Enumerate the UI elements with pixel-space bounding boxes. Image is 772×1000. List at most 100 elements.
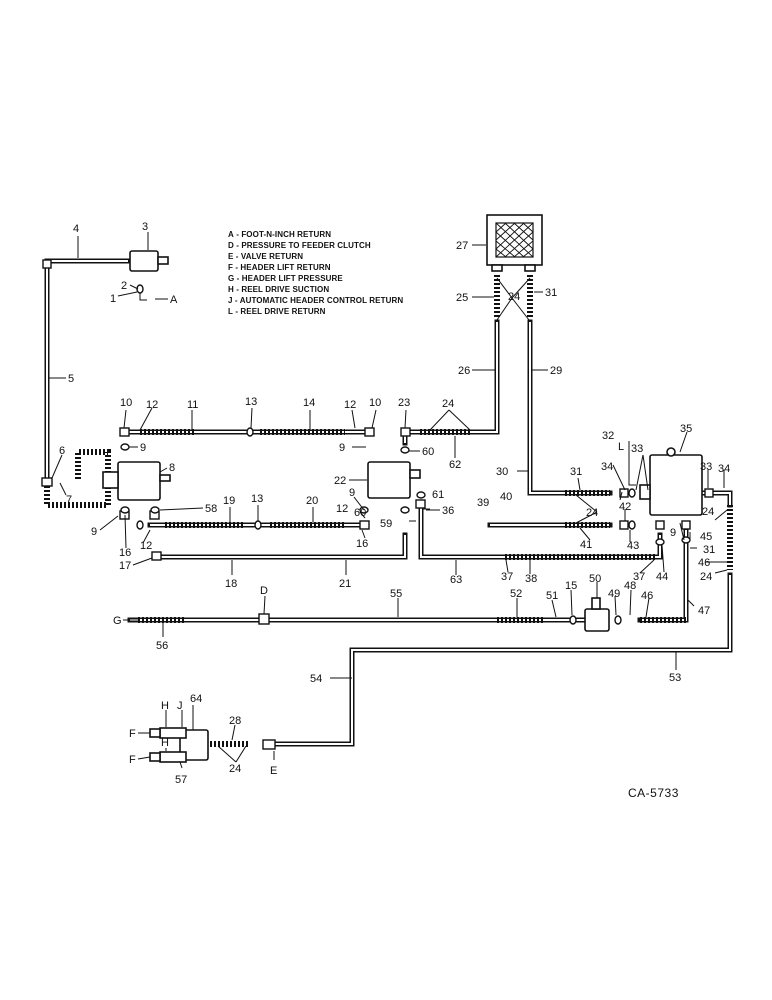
valve-3	[129, 250, 159, 272]
label-39: 39	[477, 497, 489, 509]
label-31c: 31	[703, 544, 715, 556]
label-4: 4	[73, 223, 79, 235]
label-56: 56	[156, 640, 168, 652]
label-22: 22	[334, 475, 346, 487]
label-37a: 37	[501, 571, 513, 583]
label-62: 62	[449, 459, 461, 471]
label-9e: 9	[91, 526, 97, 538]
label-63: 63	[450, 574, 462, 586]
label-21: 21	[339, 578, 351, 590]
label-59: 59	[380, 518, 392, 530]
label-42: 42	[619, 501, 631, 513]
legend-item-E: E - VALVE RETURN	[228, 252, 304, 261]
label-5: 5	[68, 373, 74, 385]
label-14: 14	[303, 397, 315, 409]
label-A: A	[170, 294, 178, 306]
label-16b: 16	[356, 538, 368, 550]
label-46b: 46	[641, 590, 653, 602]
label-32: 32	[602, 430, 614, 442]
label-3: 3	[142, 221, 148, 233]
label-60a: 60	[422, 446, 434, 458]
label-J: J	[177, 700, 183, 712]
hoses	[138, 275, 733, 747]
label-12c: 12	[336, 503, 348, 515]
label-9d: 9	[349, 487, 355, 499]
label-50: 50	[589, 573, 601, 585]
label-30: 30	[496, 466, 508, 478]
label-61: 61	[432, 489, 444, 501]
label-23: 23	[398, 397, 410, 409]
label-43: 43	[627, 540, 639, 552]
label-24f: 24	[229, 763, 241, 775]
label-11: 11	[187, 399, 198, 411]
label-1: 1	[110, 293, 116, 305]
label-F-bottom: F	[129, 754, 136, 766]
label-31b: 31	[570, 466, 582, 478]
label-13a: 13	[245, 396, 257, 408]
label-10b: 10	[369, 397, 381, 409]
label-54: 54	[310, 673, 322, 685]
valve-50	[584, 608, 610, 632]
label-6: 6	[59, 445, 65, 457]
label-24c: 24	[586, 507, 598, 519]
label-31a: 31	[545, 287, 557, 299]
label-17: 17	[119, 560, 131, 572]
motor-35	[649, 454, 703, 516]
label-25: 25	[456, 292, 468, 304]
label-52: 52	[510, 588, 522, 600]
part-labels: 3 4 2 1 A 5 6 7 8 10 12 11 13 14 12 10 9…	[59, 221, 730, 786]
label-55: 55	[390, 588, 402, 600]
label-7: 7	[66, 494, 72, 506]
legend-item-H: H - REEL DRIVE SUCTION	[228, 285, 330, 294]
label-36: 36	[442, 505, 454, 517]
label-F-top: F	[129, 728, 136, 740]
fittings	[41, 259, 714, 750]
legend-item-G: G - HEADER LIFT PRESSURE	[228, 274, 343, 283]
label-53: 53	[669, 672, 681, 684]
legend-item-L: L - REEL DRIVE RETURN	[228, 307, 326, 316]
label-34a: 34	[601, 461, 613, 473]
label-24d: 24	[702, 506, 714, 518]
label-H-top: H	[161, 700, 169, 712]
label-37b: 37	[633, 571, 645, 583]
label-44: 44	[656, 571, 668, 583]
label-19: 19	[223, 495, 235, 507]
label-27: 27	[456, 240, 468, 252]
leader-lines	[48, 232, 732, 769]
label-E: E	[270, 765, 277, 777]
label-8: 8	[169, 462, 175, 474]
label-9b: 9	[339, 442, 345, 454]
label-46: 46	[698, 557, 710, 569]
label-10a: 10	[120, 397, 132, 409]
label-L: L	[618, 441, 624, 453]
label-13b: 13	[251, 493, 263, 505]
label-H-mid: H	[161, 737, 169, 749]
legend-item-A: A - FOOT-N-INCH RETURN	[228, 230, 332, 239]
label-16a: 16	[119, 547, 131, 559]
label-24a: 24	[442, 398, 454, 410]
label-29: 29	[550, 365, 562, 377]
label-12a: 12	[146, 399, 158, 411]
label-12b: 12	[344, 399, 356, 411]
drawing-id: CA-5733	[628, 786, 679, 800]
label-33b: 33	[700, 461, 712, 473]
legend-item-J: J - AUTOMATIC HEADER CONTROL RETURN	[228, 296, 404, 305]
label-41: 41	[580, 539, 592, 551]
label-38: 38	[525, 573, 537, 585]
label-34b: 34	[718, 463, 730, 475]
label-60b: 60	[354, 507, 366, 519]
label-40: 40	[500, 491, 512, 503]
label-64: 64	[190, 693, 202, 705]
label-24e: 24	[700, 571, 712, 583]
label-12d: 12	[140, 540, 152, 552]
label-33a: 33	[631, 443, 643, 455]
label-2: 2	[121, 280, 127, 292]
label-9a: 9	[140, 442, 146, 454]
label-51: 51	[546, 590, 558, 602]
legend: A - FOOT-N-INCH RETURN D - PRESSURE TO F…	[228, 229, 418, 317]
components	[102, 214, 703, 763]
label-47: 47	[698, 605, 710, 617]
pump-57	[179, 729, 209, 761]
label-20: 20	[306, 495, 318, 507]
label-26: 26	[458, 365, 470, 377]
